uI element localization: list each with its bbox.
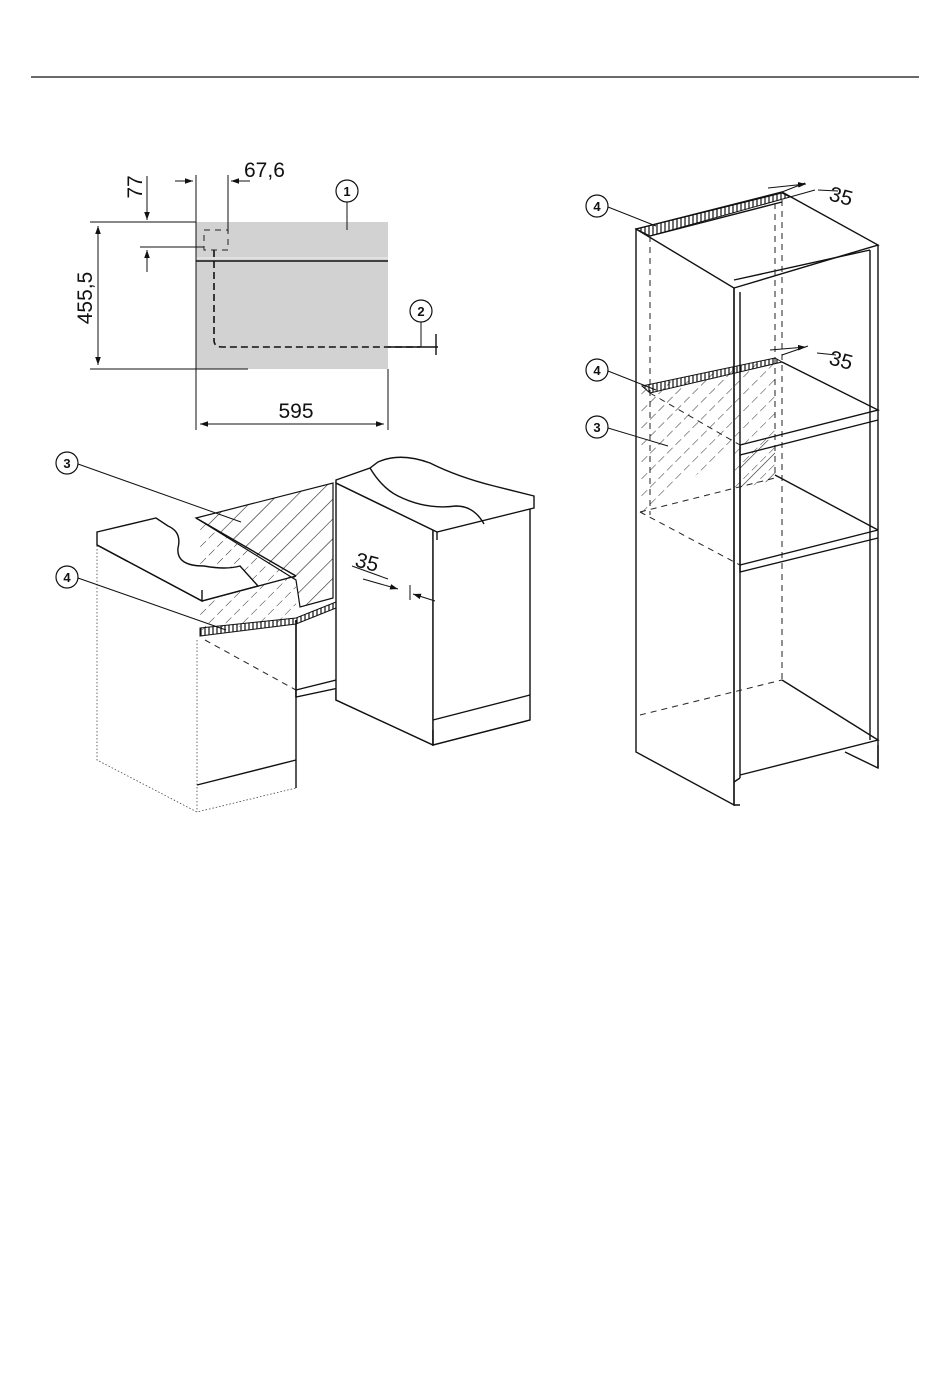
callout-4-mid: 4 — [593, 363, 601, 378]
dim-35-top: 35 — [827, 183, 856, 211]
callout-1: 1 — [343, 184, 350, 199]
callout-4-left: 4 — [63, 570, 71, 585]
dim-35-mid: 35 — [827, 347, 856, 375]
dim-width-595: 595 — [278, 400, 313, 423]
dim-67-6: 67,6 — [244, 159, 285, 182]
callout-3-tall: 3 — [593, 420, 600, 435]
vent-strip-top — [636, 193, 790, 236]
dim-77: 77 — [124, 175, 147, 198]
dim-height-455-5: 455,5 — [74, 272, 97, 325]
callout-4-top: 4 — [593, 199, 601, 214]
under-counter-installation: 35 3 4 — [56, 452, 534, 812]
front-view-dimension-drawing: 455,5 77 67,6 595 1 2 — [74, 159, 438, 430]
callout-2: 2 — [417, 304, 424, 319]
callout-3-left: 3 — [63, 456, 70, 471]
tall-cabinet-installation: 35 35 4 4 3 — [586, 183, 878, 805]
